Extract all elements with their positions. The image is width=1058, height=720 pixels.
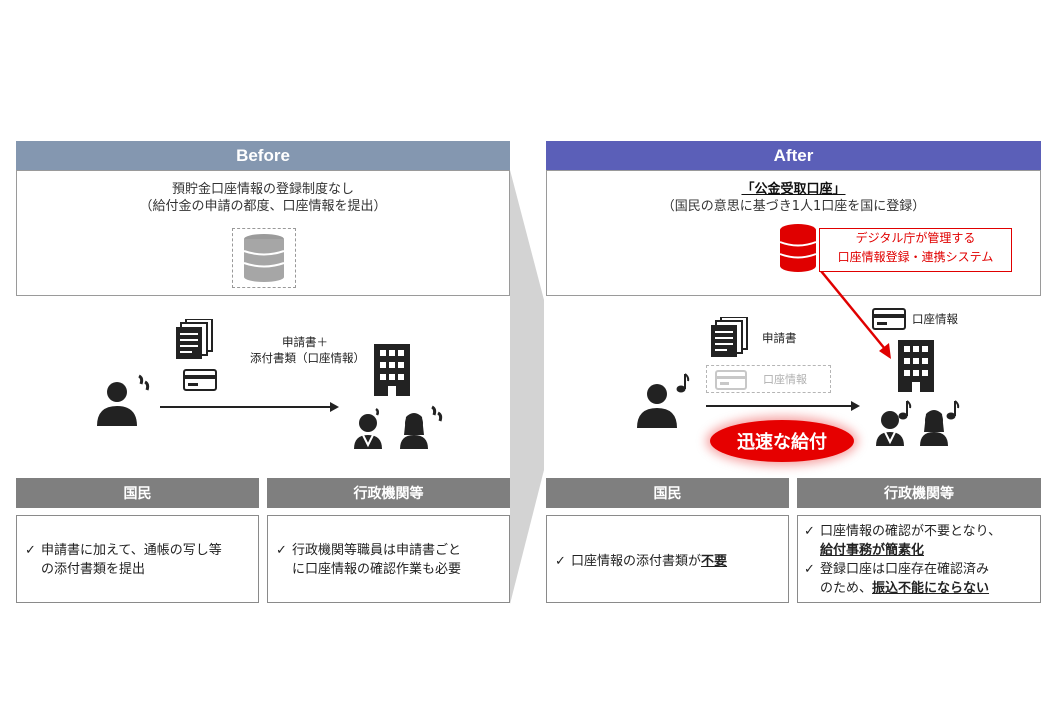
music-note-icon — [676, 373, 690, 397]
after-col2-b2-plain: のため、 — [820, 581, 873, 596]
staff-icon — [352, 405, 452, 455]
after-col2-label: 行政機関等 — [797, 478, 1041, 508]
person-icon — [637, 374, 695, 434]
check-icon: ✓ — [25, 543, 36, 558]
after-col2-box: ✓ 口座情報の確認が不要となり、 給付事務が簡素化 ✓ 登録口座は口座存在確認済… — [797, 515, 1041, 603]
after-col2-b2-bold: 振込不能にならない — [872, 581, 990, 596]
music-note-icon — [946, 400, 960, 424]
before-col1-label: 国民 — [16, 478, 259, 508]
transition-chevron — [510, 170, 546, 608]
before-top-line2: （給付金の申請の都度、口座情報を提出） — [139, 199, 387, 214]
before-arrow-label-line1: 申請書＋ — [282, 335, 328, 349]
after-col1-box: ✓ 口座情報の添付書類が不要 — [546, 515, 789, 603]
building-icon — [374, 340, 410, 400]
building-icon — [898, 336, 934, 396]
before-col2-label: 行政機関等 — [267, 478, 510, 508]
check-icon: ✓ — [276, 543, 287, 558]
before-col1-line2: の添付書類を提出 — [41, 562, 146, 577]
card-icon — [872, 308, 906, 334]
faded-account-box: 口座情報 — [706, 365, 831, 393]
before-arrow-label-line2: 添付書類（口座情報） — [250, 351, 365, 365]
before-col2-line1: 行政機関等職員は申請書ごと — [292, 543, 462, 558]
system-callout: デジタル庁が管理する 口座情報登録・連携システム — [819, 228, 1012, 272]
after-account-info-label: 口座情報 — [912, 312, 958, 326]
database-icon — [232, 228, 296, 288]
after-title: 「公金受取口座」 — [741, 182, 846, 197]
after-flow-arrow — [706, 397, 861, 416]
system-link-arrow — [815, 270, 895, 365]
before-top-line1: 預貯金口座情報の登録制度なし — [171, 182, 354, 197]
before-col1-label-text: 国民 — [123, 486, 152, 502]
before-col1-line1: 申請書に加えて、通帳の写し等 — [41, 543, 222, 558]
before-header-label: Before — [236, 145, 290, 165]
fast-payment-label: 迅速な給付 — [737, 432, 827, 453]
before-flow-arrow — [160, 398, 340, 417]
after-header: After — [546, 141, 1041, 170]
faded-account-label: 口座情報 — [763, 373, 807, 386]
after-col1-label: 国民 — [546, 478, 789, 508]
staff-icon — [876, 400, 966, 452]
check-icon: ✓ — [804, 562, 815, 577]
document-stack-icon — [711, 316, 749, 361]
after-col1-bold: 不要 — [701, 554, 728, 569]
after-col1-label-text: 国民 — [653, 486, 682, 502]
fast-payment-badge: 迅速な給付 — [710, 420, 854, 462]
before-col2-line2: に口座情報の確認作業も必要 — [292, 562, 462, 577]
card-icon — [715, 370, 747, 390]
before-top-box: 預貯金口座情報の登録制度なし （給付金の申請の都度、口座情報を提出） — [16, 170, 510, 296]
before-header: Before — [16, 141, 510, 170]
before-col1-box: ✓ 申請書に加えて、通帳の写し等 の添付書類を提出 — [16, 515, 259, 603]
card-icon — [183, 369, 217, 395]
after-header-label: After — [773, 145, 814, 165]
system-line1: デジタル庁が管理する — [855, 231, 976, 245]
after-col2-b1-bold: 給付事務が簡素化 — [820, 543, 925, 558]
system-line2: 口座情報登録・連携システム — [837, 250, 994, 264]
after-col2-b2-line1: 登録口座は口座存在確認済み — [820, 562, 990, 577]
music-note-icon — [898, 400, 912, 424]
before-col2-box: ✓ 行政機関等職員は申請書ごと に口座情報の確認作業も必要 — [267, 515, 510, 603]
check-icon: ✓ — [804, 524, 815, 539]
after-top-box: 「公金受取口座」 （国民の意思に基づき1人1口座を国に登録） デジタル庁が管理す… — [546, 170, 1041, 296]
check-icon: ✓ — [555, 554, 566, 569]
document-stack-icon — [176, 318, 214, 363]
person-icon — [95, 370, 153, 434]
after-subtitle: （国民の意思に基づき1人1口座を国に登録） — [661, 199, 926, 214]
after-application-label: 申請書 — [762, 331, 797, 345]
after-col2-b1-line1: 口座情報の確認が不要となり、 — [820, 524, 1002, 539]
after-col2-label-text: 行政機関等 — [884, 486, 954, 502]
before-col2-label-text: 行政機関等 — [353, 486, 424, 502]
after-col1-plain: 口座情報の添付書類が — [571, 554, 702, 569]
database-icon — [779, 223, 817, 277]
